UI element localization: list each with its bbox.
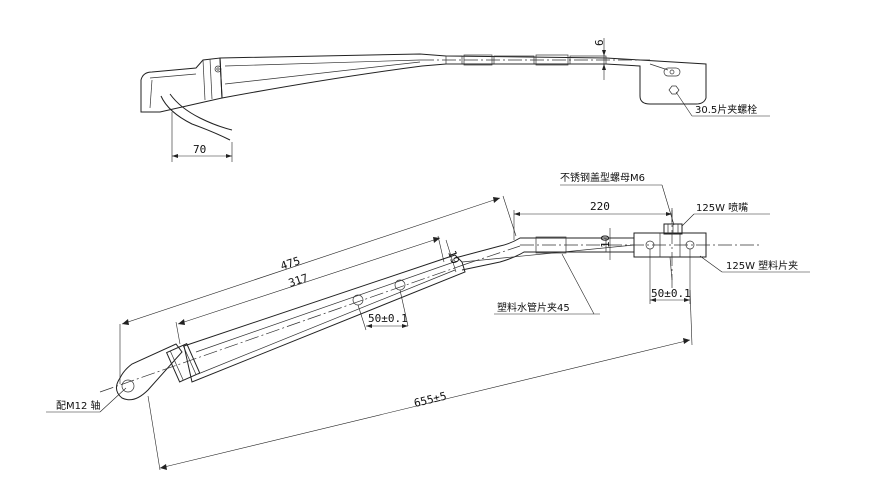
top-dim-70: 70	[171, 112, 233, 162]
dim-475-label: 475	[279, 254, 302, 273]
dim-317: 317	[175, 235, 445, 345]
cap-nut-label: 不锈钢盖型螺母M6	[560, 171, 645, 184]
callout-cap-nut: 不锈钢盖型螺母M6	[560, 171, 675, 226]
nozzle-label: 125W 喷嘴	[696, 202, 748, 214]
arm-body	[183, 254, 466, 383]
front-view: 475 317 19 10 220	[46, 171, 810, 471]
top-view: 6 30.5片夹螺栓 70	[140, 38, 770, 162]
dim-220-label: 220	[590, 200, 610, 213]
dim-317-label: 317	[287, 271, 310, 290]
callout-blade-clamp: 125W 塑料片夹	[699, 255, 810, 273]
shaft-label: 配M12 轴	[56, 399, 101, 412]
dim-50-clamp-label: 50±0.1	[651, 287, 691, 300]
dim-655: 655±5	[147, 289, 693, 471]
dim-50-clamp: 50±0.1	[649, 249, 691, 304]
hose-clip-label: 塑料水管片夹45	[497, 301, 570, 314]
bolt-label: 30.5片夹螺栓	[695, 103, 757, 116]
top-dim-6-label: 6	[593, 39, 606, 46]
dim-220: 220	[513, 200, 673, 240]
callout-hose-clip: 塑料水管片夹45	[494, 253, 600, 315]
callout-shaft: 配M12 轴	[46, 387, 127, 413]
dim-10-label: 10	[599, 235, 612, 248]
dim-19: 19	[445, 239, 462, 273]
dim-19-label: 19	[445, 249, 461, 266]
bolt-callout: 30.5片夹螺栓	[675, 91, 770, 117]
top-dim-6: 6	[593, 38, 606, 80]
blade-clamp-label: 125W 塑料片夹	[726, 259, 798, 272]
callout-nozzle: 125W 喷嘴	[681, 202, 770, 227]
dim-50-arm-label: 50±0.1	[368, 312, 408, 325]
dim-50-arm: 50±0.1	[357, 289, 409, 331]
pivot-loop	[116, 343, 183, 401]
top-pivot-head	[140, 57, 223, 113]
dim-10: 10	[599, 228, 612, 260]
dim-475: 475	[119, 195, 517, 384]
dim-655-label: 655±5	[413, 389, 448, 409]
top-arm-body	[219, 53, 707, 105]
top-dim-70-label: 70	[193, 143, 206, 156]
